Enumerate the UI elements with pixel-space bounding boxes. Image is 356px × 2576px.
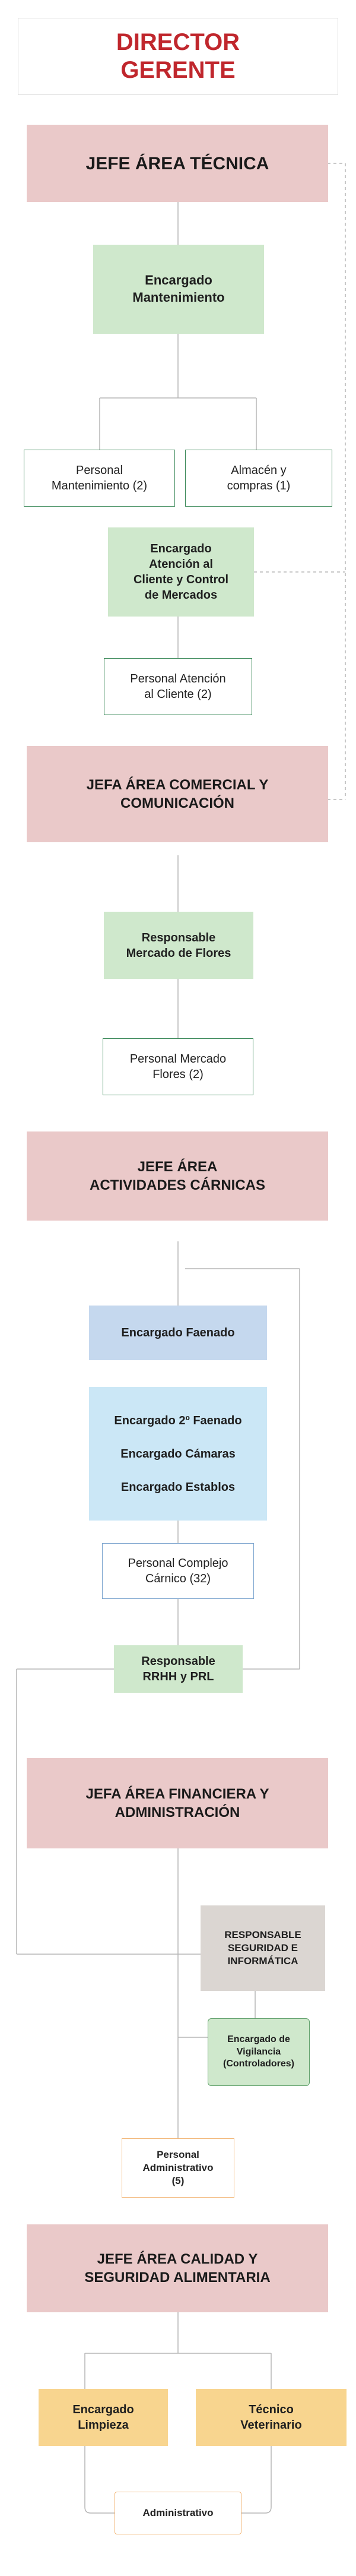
responsable-seguridad-box: RESPONSABLE SEGURIDAD E INFORMÁTICA — [201, 1905, 325, 1991]
encargado-limpieza-box: Encargado Limpieza — [39, 2389, 168, 2446]
encargado-camaras-label: Encargado Cámaras — [120, 1447, 236, 1461]
encargado-limpieza-label-2: Limpieza — [78, 2419, 129, 2432]
responsable-seguridad-label-2: SEGURIDAD E — [227, 1942, 298, 1954]
almacen-compras-label-2: compras (1) — [227, 479, 291, 492]
encargado-vigilancia-label-3: (Controladores) — [223, 2059, 294, 2069]
personal-mercado-flores-box: Personal Mercado Flores (2) — [103, 1038, 253, 1095]
personal-administrativo-box: Personal Administrativo (5) — [122, 2138, 234, 2198]
responsable-rrhh-label-1: Responsable — [141, 1655, 215, 1668]
jefe-area-calidad-label-1: JEFE ÁREA CALIDAD Y — [97, 2251, 258, 2267]
jefe-area-carnicas-box: JEFE ÁREA ACTIVIDADES CÁRNICAS — [27, 1131, 328, 1221]
encargado-establos-label: Encargado Establos — [120, 1480, 236, 1494]
personal-administrativo-label-1: Personal — [157, 2148, 199, 2160]
jefa-area-comercial-box: JEFA ÁREA COMERCIAL Y COMUNICACIÓN — [27, 746, 328, 842]
jefe-area-calidad-label-2: SEGURIDAD ALIMENTARIA — [84, 2270, 271, 2286]
encargado-atencion-label-1: Encargado — [150, 542, 212, 555]
almacen-compras-label-1: Almacén y — [231, 464, 287, 477]
director-gerente-box: DIRECTOR GERENTE — [18, 18, 338, 95]
jefe-area-carnicas-label-2: ACTIVIDADES CÁRNICAS — [89, 1177, 265, 1193]
jefa-area-financiera-label-2: ADMINISTRACIÓN — [115, 1804, 240, 1820]
personal-atencion-cliente-box: Personal Atención al Cliente (2) — [104, 658, 252, 715]
encargado-faenado-label: Encargado Faenado — [121, 1326, 235, 1339]
encargado-vigilancia-box: Encargado de Vigilancia (Controladores) — [208, 2018, 310, 2086]
tecnico-veterinario-label-1: Técnico — [249, 2403, 294, 2416]
responsable-mercado-flores-box: Responsable Mercado de Flores — [104, 912, 253, 979]
personal-mantenimiento-box: Personal Mantenimiento (2) — [24, 450, 175, 507]
personal-administrativo-label-2: Administrativo — [142, 2161, 214, 2173]
personal-mantenimiento-label-1: Personal — [76, 464, 123, 477]
encargado-limpieza-label-1: Encargado — [72, 2403, 134, 2416]
jefe-area-carnicas-label-1: JEFE ÁREA — [137, 1158, 218, 1175]
tecnico-veterinario-label-2: Veterinario — [240, 2419, 302, 2432]
responsable-seguridad-label-3: INFORMÁTICA — [227, 1955, 298, 1967]
almacen-compras-box: Almacén y compras (1) — [185, 450, 332, 507]
administrativo-box: Administrativo — [115, 2492, 241, 2534]
jefa-area-financiera-box: JEFA ÁREA FINANCIERA Y ADMINISTRACIÓN — [27, 1758, 328, 1848]
administrativo-label: Administrativo — [142, 2507, 214, 2518]
encargado-vigilancia-label-2: Vigilancia — [236, 2046, 281, 2057]
encargado-atencion-label-3: Cliente y Control — [133, 573, 228, 586]
encargado-2-faenado-label: Encargado 2º Faenado — [114, 1414, 242, 1427]
personal-atencion-label-2: al Cliente (2) — [144, 688, 212, 701]
responsable-rrhh-label-2: RRHH y PRL — [142, 1670, 214, 1683]
jefe-area-tecnica-label: JEFE ÁREA TÉCNICA — [85, 153, 269, 173]
responsable-rrhh-box: Responsable RRHH y PRL — [114, 1645, 243, 1693]
director-label: DIRECTOR — [116, 29, 240, 55]
personal-mercado-label-2: Flores (2) — [152, 1068, 204, 1081]
personal-atencion-label-1: Personal Atención — [130, 672, 226, 685]
encargado-atencion-label-4: de Mercados — [144, 589, 218, 602]
responsable-seguridad-label-1: RESPONSABLE — [224, 1929, 301, 1940]
tecnico-veterinario-box: Técnico Veterinario — [196, 2389, 347, 2446]
responsable-mercado-label-2: Mercado de Flores — [126, 946, 231, 960]
jefe-area-calidad-box: JEFE ÁREA CALIDAD Y SEGURIDAD ALIMENTARI… — [27, 2224, 328, 2312]
personal-complejo-carnico-box: Personal Complejo Cárnico (32) — [102, 1543, 254, 1599]
encargados-group-box: Encargado 2º Faenado Encargado Cámaras E… — [89, 1387, 267, 1521]
jefe-area-tecnica-box: JEFE ÁREA TÉCNICA — [27, 125, 328, 202]
encargado-mantenimiento-label-1: Encargado — [145, 273, 212, 288]
personal-mercado-label-1: Personal Mercado — [129, 1052, 227, 1066]
personal-complejo-label-2: Cárnico (32) — [145, 1572, 211, 1585]
personal-complejo-label-1: Personal Complejo — [128, 1557, 228, 1570]
connector-line — [241, 2446, 272, 2514]
connector-line — [84, 2446, 115, 2514]
jefa-area-financiera-label-1: JEFA ÁREA FINANCIERA Y — [85, 1785, 269, 1802]
personal-administrativo-label-3: (5) — [171, 2175, 185, 2187]
personal-mantenimiento-label-2: Mantenimiento (2) — [51, 479, 148, 492]
encargado-faenado-box: Encargado Faenado — [89, 1306, 267, 1360]
jefa-area-comercial-label-2: COMUNICACIÓN — [120, 795, 234, 811]
encargado-atencion-cliente-box: Encargado Atención al Cliente y Control … — [108, 527, 254, 617]
gerente-label: GERENTE — [120, 57, 236, 83]
responsable-mercado-label-1: Responsable — [141, 931, 216, 944]
encargado-atencion-label-2: Atención al — [149, 558, 213, 571]
encargado-mantenimiento-label-2: Mantenimiento — [132, 290, 225, 305]
jefa-area-comercial-label-1: JEFA ÁREA COMERCIAL Y — [86, 776, 269, 793]
encargado-vigilancia-label-1: Encargado de — [227, 2034, 290, 2044]
encargado-mantenimiento-box: Encargado Mantenimiento — [93, 245, 264, 334]
